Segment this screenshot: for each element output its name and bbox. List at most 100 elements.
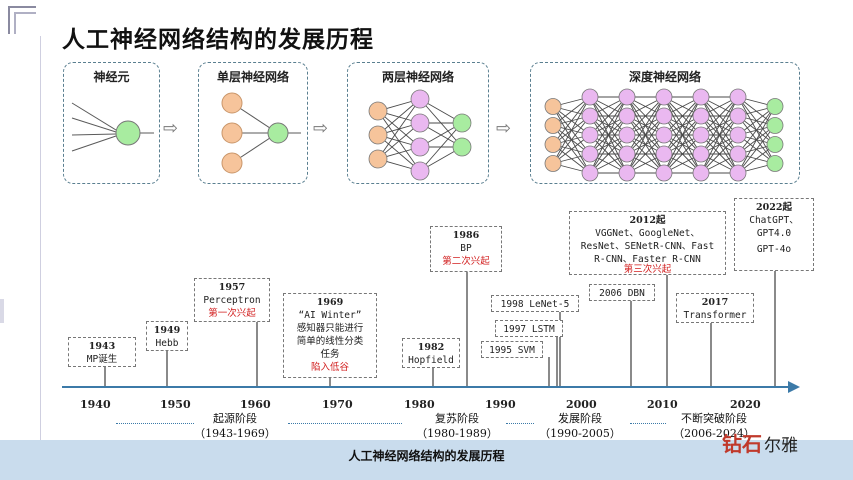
- hidden-node: [410, 161, 430, 181]
- milestone-desc: 简单的线性分类: [296, 336, 364, 347]
- slide-title: 人工神经网络结构的发展历程: [62, 26, 374, 53]
- milestone-year: 1982: [417, 342, 445, 353]
- hidden-node: [655, 145, 673, 163]
- year-label: 2000: [566, 398, 597, 411]
- milestone-2006: 2006 DBN: [589, 284, 655, 301]
- milestone-year: 2012起: [629, 215, 666, 226]
- connection-line: [552, 96, 591, 145]
- two-layer-diagram: [368, 89, 472, 181]
- milestone-1949: 1949 Hebb: [146, 321, 188, 351]
- output-node: [452, 113, 472, 133]
- connection-line: [626, 96, 665, 174]
- stem-1998: [559, 311, 561, 386]
- stage-name: 发展阶段: [558, 412, 602, 425]
- connection-line: [552, 115, 591, 164]
- stage-range: （1990-2005）: [539, 427, 621, 440]
- milestone-desc: 任务: [320, 349, 340, 360]
- milestone-year: 2017: [701, 297, 729, 308]
- milestone-year: 1969: [316, 297, 344, 308]
- input-node: [544, 117, 562, 134]
- hidden-node: [729, 88, 747, 106]
- arrow-icon: ⇨: [496, 118, 512, 139]
- hidden-node: [729, 107, 747, 125]
- panel-neuron: 神经元: [63, 62, 160, 184]
- connection-line: [626, 96, 665, 136]
- hidden-node: [692, 164, 710, 182]
- stage-origin: 起源阶段 （1943-1969）: [190, 411, 280, 441]
- stem-1986: [466, 272, 468, 386]
- stage-dotted-line: [116, 423, 194, 424]
- stem-2006: [630, 300, 632, 386]
- stem-2017: [710, 322, 712, 386]
- milestone-note: 第三次兴起: [623, 264, 672, 275]
- milestone-line: R-CNN、Faster R-CNN: [594, 254, 701, 265]
- hidden-node: [581, 145, 599, 163]
- connection-line: [700, 96, 739, 155]
- connection-line: [700, 115, 739, 174]
- milestone-2022: 2022起 ChatGPT、 GPT4.0 GPT-4o: [734, 198, 814, 271]
- panel-two-layer: 两层神经网络: [347, 62, 489, 184]
- milestone-year: 1957: [218, 282, 246, 293]
- milestone-year: 1986: [452, 230, 480, 241]
- stage-range: （1943-1969）: [194, 427, 276, 440]
- hidden-node: [618, 164, 636, 182]
- input-node: [544, 155, 562, 172]
- milestone-text: 1997 LSTM: [503, 324, 555, 335]
- stage-dotted-line: [506, 423, 534, 424]
- input-node: [368, 125, 388, 145]
- milestone-text: Hebb: [155, 338, 179, 349]
- hidden-node: [581, 88, 599, 106]
- hidden-node: [618, 107, 636, 125]
- stage-revival: 复苏阶段 （1980-1989）: [412, 411, 502, 441]
- stem-1969: [329, 378, 331, 386]
- hidden-node: [618, 126, 636, 144]
- milestone-text: Hopfield: [408, 355, 454, 366]
- bottom-caption: 人工神经网络结构的发展历程: [348, 449, 505, 463]
- milestone-text: MP诞生: [86, 354, 118, 365]
- connection-line: [377, 98, 421, 160]
- hidden-node: [655, 107, 673, 125]
- milestone-text: 2006 DBN: [599, 288, 645, 299]
- milestone-year: 1949: [153, 325, 181, 336]
- panel-single-layer: 单层神经网络: [198, 62, 308, 184]
- panel-title: 深度神经网络: [628, 70, 701, 84]
- hidden-node: [729, 126, 747, 144]
- hidden-node: [655, 164, 673, 182]
- timeline-axis: [62, 386, 792, 388]
- milestone-note: 第二次兴起: [442, 256, 490, 267]
- corner-decoration-inner: [14, 12, 36, 34]
- corner-decoration: [8, 6, 36, 34]
- input-node: [544, 136, 562, 153]
- connection-line: [552, 96, 591, 164]
- connection-line: [589, 96, 628, 155]
- milestone-desc: 感知器只能进行: [296, 323, 364, 334]
- neuron-diagram: [71, 102, 154, 152]
- year-label: 1960: [240, 398, 271, 411]
- milestone-2012: 2012起 VGGNet、GoogleNet、 ResNet、SENetR-CN…: [569, 211, 726, 275]
- input-node: [368, 101, 388, 121]
- panel-title: 神经元: [93, 70, 130, 84]
- connection-line: [589, 115, 628, 174]
- hidden-node: [655, 88, 673, 106]
- year-label: 1980: [404, 398, 435, 411]
- stage-name: 起源阶段: [213, 412, 257, 425]
- hidden-node: [692, 126, 710, 144]
- hidden-node: [581, 107, 599, 125]
- milestone-year: 1943: [88, 341, 116, 352]
- connection-line: [700, 134, 739, 174]
- connection-line: [700, 96, 739, 174]
- hidden-node: [581, 164, 599, 182]
- hidden-node: [692, 107, 710, 125]
- bottom-banner: [0, 440, 853, 480]
- milestone-note: 陷入低谷: [310, 362, 349, 373]
- stem-1982: [432, 366, 434, 386]
- connection-line: [737, 106, 776, 174]
- connection-line: [737, 125, 776, 174]
- year-label: 1990: [485, 398, 516, 411]
- connection-line: [589, 96, 628, 174]
- milestone-1997: 1997 LSTM: [495, 320, 563, 337]
- connection-line: [663, 115, 702, 174]
- stem-1997: [556, 336, 558, 386]
- hidden-node: [618, 145, 636, 163]
- hidden-node: [692, 88, 710, 106]
